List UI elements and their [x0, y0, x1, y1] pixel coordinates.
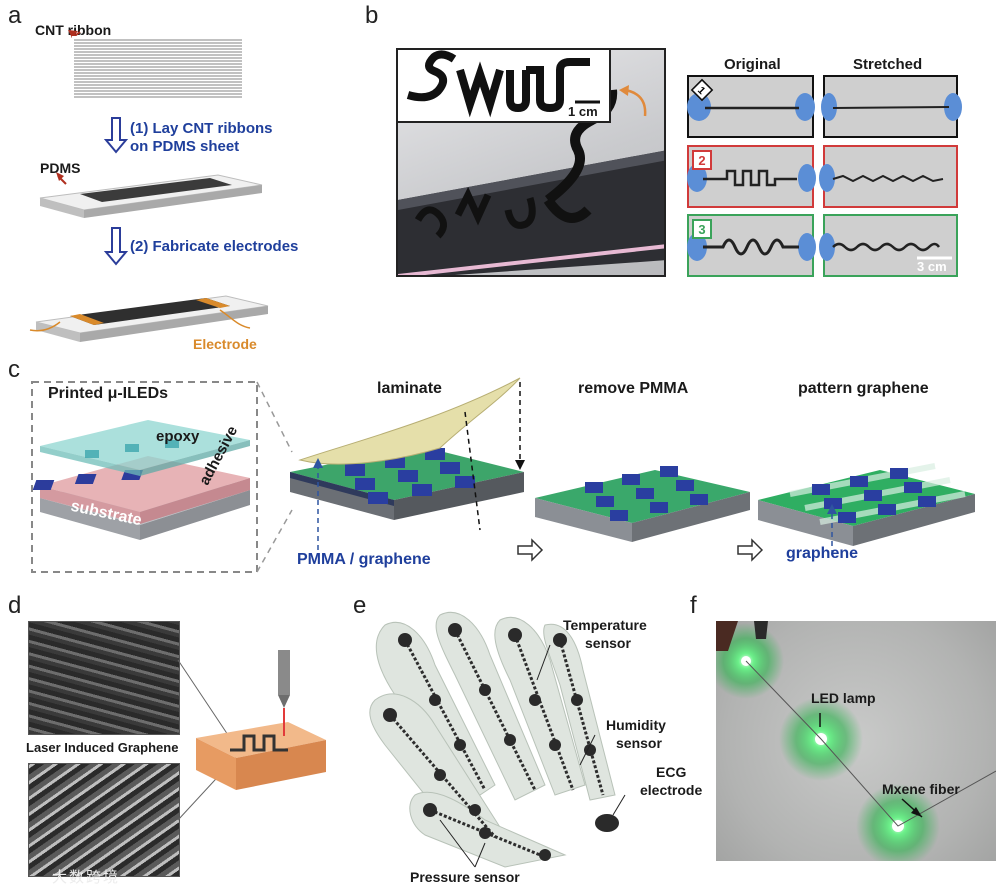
pmma-graphene-label: PMMA / graphene: [297, 551, 431, 568]
panel-e-label: e: [353, 592, 367, 619]
panel-f-label: f: [690, 592, 697, 619]
pdms-label: PDMS: [40, 160, 81, 176]
step1-line2: on PDMS sheet: [130, 138, 240, 155]
ecg-line2: electrode: [640, 782, 703, 798]
humidity-line1: Humidity: [606, 717, 666, 733]
scale-1cm: 1 cm: [568, 104, 598, 119]
down-arrow-1: [103, 117, 129, 154]
temperature-line2: sensor: [585, 635, 631, 651]
snu-logo-inset: 1 cm: [396, 48, 611, 123]
col-original: Original: [724, 56, 781, 73]
sem-image-bottom: [28, 763, 180, 877]
scale-3cm: 3 cm: [917, 259, 947, 274]
electrode-label: Electrode: [193, 336, 257, 352]
panel-c-diagram: [31, 377, 975, 573]
cnt-ribbon-label: CNT ribbon: [35, 22, 112, 38]
step2-label: (2) Fabricate electrodes: [130, 238, 299, 255]
sem-image-top: [28, 621, 180, 735]
panel-c-label: c: [8, 356, 20, 383]
ecg-line1: ECG: [656, 764, 687, 780]
panel-a-label: a: [8, 2, 22, 29]
stretch-samples: [687, 93, 962, 261]
mxene-fiber-label: Mxene fiber: [882, 781, 960, 797]
humidity-line2: sensor: [616, 735, 662, 751]
laser-block: [177, 650, 326, 821]
panel-a-diagram: [29, 30, 269, 342]
badge-3: 3: [692, 219, 712, 239]
panel-d-label: d: [8, 592, 22, 619]
remove-pmma-label: remove PMMA: [578, 380, 689, 397]
badge-2: 2: [692, 150, 712, 170]
watermark: 大数跨境: [52, 868, 121, 886]
glove-diagram: [369, 611, 626, 868]
pressure-label: Pressure sensor: [410, 869, 520, 885]
printed-ileds-label: Printed μ-ILEDs: [48, 385, 169, 402]
step1-line1: (1) Lay CNT ribbons: [130, 120, 273, 137]
laminate-label: laminate: [377, 380, 442, 397]
col-stretched: Stretched: [853, 56, 923, 73]
down-arrow-2: [103, 227, 129, 266]
pattern-graphene-label: pattern graphene: [798, 380, 929, 397]
curved-arrow: [619, 85, 647, 117]
lig-label: Laser Induced Graphene: [26, 740, 179, 755]
mxene-photo: LED lamp Mxene fiber: [716, 621, 996, 861]
graphene-label: graphene: [786, 545, 859, 562]
panel-b-label: b: [365, 2, 379, 29]
epoxy-label: epoxy: [156, 428, 200, 445]
led-lamp-label: LED lamp: [811, 690, 876, 706]
temperature-line1: Temperature: [563, 617, 647, 633]
